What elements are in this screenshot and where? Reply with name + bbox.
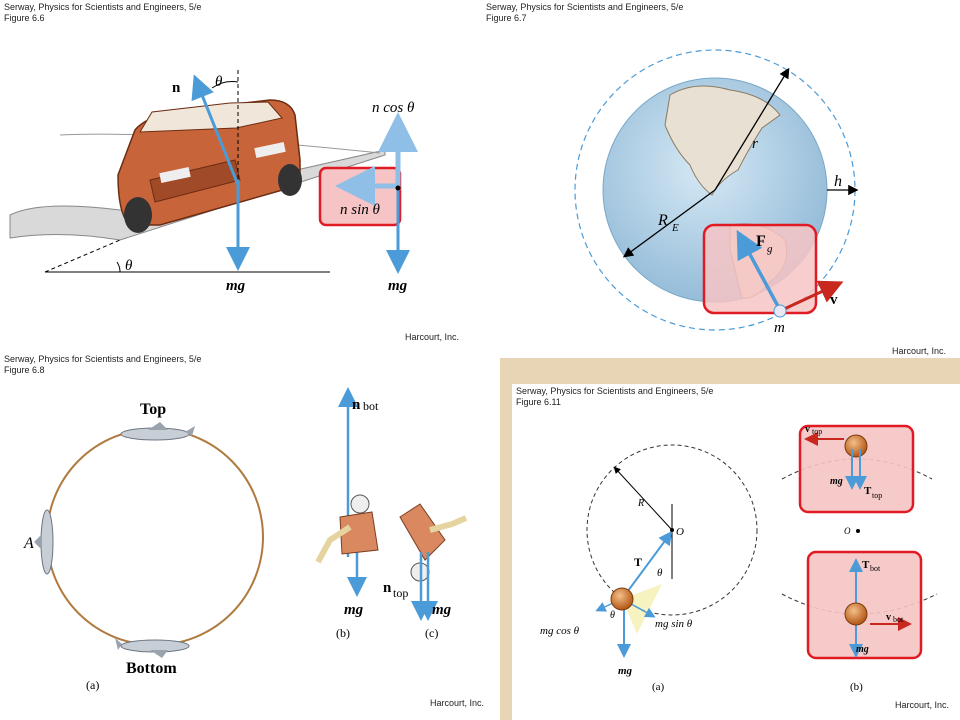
caption-source: Serway, Physics for Scientists and Engin…	[4, 2, 202, 12]
north-america	[664, 85, 781, 196]
label-b-fig11: (b)	[850, 681, 863, 693]
figure-6-7-panel: Serway, Physics for Scientists and Engin…	[480, 0, 960, 358]
label-theta-road: θ	[125, 258, 133, 274]
caption-figure-number: Figure 6.11	[516, 397, 561, 407]
figure-6-11-caption: Serway, Physics for Scientists and Engin…	[516, 386, 713, 408]
label-mg-c: mg	[432, 602, 452, 618]
figure-6-7-diagram: r h R E F g v m	[574, 49, 859, 336]
label-n-bot-sub: bot	[363, 399, 379, 413]
satellite	[773, 304, 787, 318]
label-v-top-sub: top	[812, 427, 822, 436]
ball-top	[844, 434, 868, 458]
label-theta1: θ	[657, 567, 663, 579]
label-n: n	[172, 80, 181, 96]
highlight-box-top	[798, 424, 915, 514]
caption-figure-number: Figure 6.7	[486, 13, 527, 23]
highlight-box-fg	[702, 223, 818, 315]
ball-a	[610, 587, 634, 611]
label-T-bot-sub: bot	[870, 564, 881, 573]
label-RE-sub: E	[671, 222, 679, 234]
figure-6-6-caption: Serway, Physics for Scientists and Engin…	[4, 2, 201, 24]
label-T-top: T	[864, 485, 872, 497]
earth-radius-arrow	[622, 189, 716, 258]
label-Fg-sub: g	[767, 243, 773, 255]
gravity-force-arrow	[736, 229, 782, 311]
loop-path	[46, 428, 264, 646]
incline-dash	[44, 239, 121, 273]
figure-6-8-panel: Serway, Physics for Scientists and Engin…	[0, 352, 500, 720]
figure-6-8-caption: Serway, Physics for Scientists and Engin…	[4, 354, 201, 376]
figure-6-7-caption: Serway, Physics for Scientists and Engin…	[486, 2, 683, 24]
label-O: O	[676, 526, 684, 538]
caption-figure-number: Figure 6.8	[4, 365, 45, 375]
label-Fg: F	[756, 233, 766, 250]
caption-figure-number: Figure 6.6	[4, 13, 45, 23]
label-n-bot: n	[352, 397, 361, 413]
figure-6-11-credit: Harcourt, Inc.	[895, 700, 950, 710]
jet-top	[120, 422, 195, 441]
label-mg-top: mg	[830, 476, 843, 487]
label-O2: O	[844, 526, 851, 536]
label-T: T	[634, 555, 642, 569]
caption-source: Serway, Physics for Scientists and Engin…	[4, 354, 202, 364]
label-RE: R	[657, 212, 668, 229]
radius-r-arrow	[714, 67, 790, 191]
caption-source: Serway, Physics for Scientists and Engin…	[486, 2, 684, 12]
label-bottom: Bottom	[126, 660, 177, 677]
label-a-fig11: (a)	[652, 681, 665, 693]
label-mgsin: mg sin θ	[655, 618, 693, 630]
label-theta2: θ	[610, 610, 615, 621]
label-h: h	[834, 173, 842, 190]
figure-6-6-credit: Harcourt, Inc.	[405, 332, 460, 342]
pilot-seated	[315, 494, 379, 564]
label-R: R	[637, 498, 644, 509]
string-circle	[586, 444, 758, 616]
label-n-cos: n cos θ	[372, 100, 415, 116]
normal-force-arrow	[191, 74, 240, 186]
jet-side	[34, 509, 54, 575]
label-n-sin: n sin θ	[340, 202, 381, 218]
figure-6-6-panel: Serway, Physics for Scientists and Engin…	[0, 0, 480, 352]
label-mg: mg	[226, 278, 246, 294]
label-T-top-sub: top	[872, 491, 882, 500]
label-n-top-sub: top	[393, 586, 408, 600]
jet-bottom	[115, 638, 190, 658]
label-b: (b)	[336, 626, 350, 640]
label-v: v	[830, 292, 838, 308]
figure-6-8-credit: Harcourt, Inc.	[430, 698, 485, 708]
caption-source: Serway, Physics for Scientists and Engin…	[516, 386, 714, 396]
label-top: Top	[140, 401, 166, 418]
car-illustration	[117, 99, 302, 233]
label-theta-top: θ	[215, 74, 223, 90]
figure-6-7-credit: Harcourt, Inc.	[892, 346, 947, 356]
label-v-bot-sub: bot	[893, 615, 904, 624]
highlight-box-bottom	[806, 550, 923, 660]
label-r: r	[752, 136, 758, 152]
label-A: A	[23, 535, 34, 552]
label-T-bot: T	[862, 559, 870, 571]
figure-6-11-diagram: R O T θ θ mg cos θ mg sin θ mg (a) v top…	[540, 424, 938, 693]
label-mgcos: mg cos θ	[540, 625, 580, 637]
label-mg-side: mg	[388, 278, 408, 294]
figure-6-11-panel: Serway, Physics for Scientists and Engin…	[512, 384, 960, 720]
label-v-bot: v	[886, 612, 891, 623]
label-mg: mg	[618, 665, 633, 677]
tension-arrow	[621, 530, 673, 600]
figure-6-8-diagram: Top Bottom A (a) n bot mg (b) n top mg (…	[23, 387, 468, 692]
velocity-arrow	[781, 280, 844, 312]
label-v-top: v	[805, 424, 810, 435]
label-c: (c)	[425, 626, 438, 640]
ball-bottom	[844, 602, 868, 626]
label-a: (a)	[86, 678, 99, 692]
label-mg-bot: mg	[856, 644, 869, 655]
label-m: m	[774, 320, 785, 336]
label-mg-b: mg	[344, 602, 364, 618]
figure-6-6-diagram: n θ θ mg n cos θ n sin θ mg	[9, 70, 418, 294]
pilot-inverted	[399, 503, 468, 582]
label-n-top: n	[383, 580, 392, 596]
